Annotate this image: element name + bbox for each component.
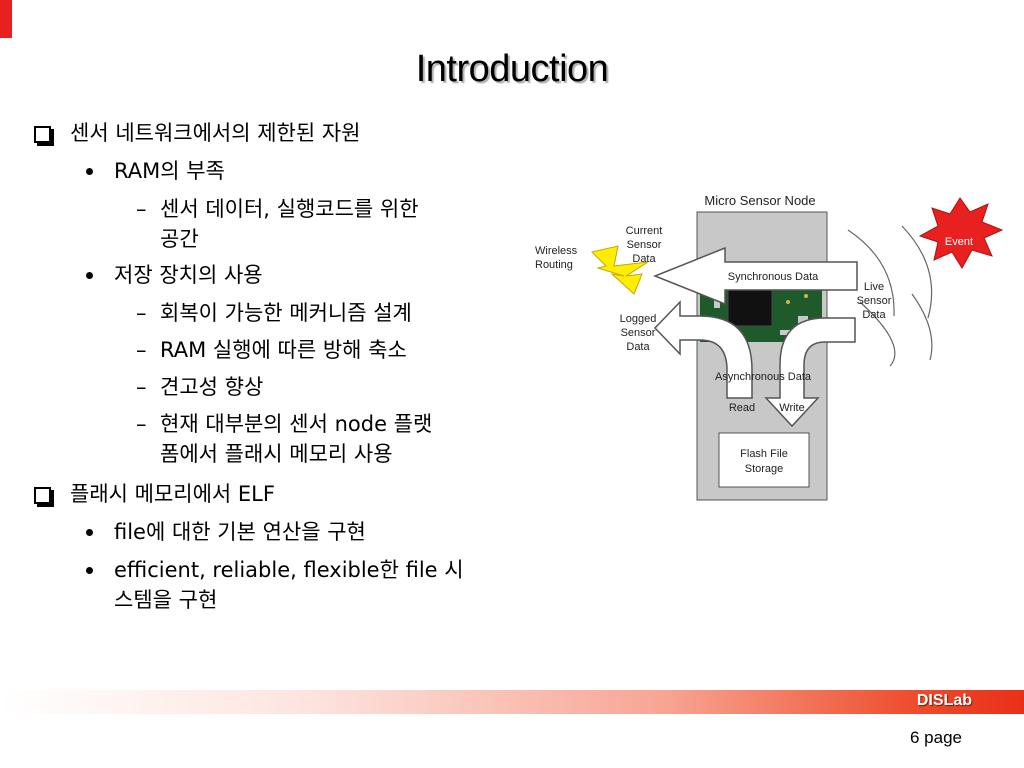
signal-arc: [859, 301, 896, 367]
bullet-dot-icon: [86, 168, 93, 175]
dash-icon: –: [136, 301, 147, 325]
current-sensor-label: Sensor: [627, 239, 662, 251]
subitem-line: 회복이 가능한 메커니즘 설계: [160, 301, 412, 325]
subitem-line: RAM 실행에 따른 방해 축소: [160, 338, 407, 362]
synchronous-data-arrow: [652, 246, 858, 306]
flash-storage-box: [718, 432, 810, 488]
current-sensor-label: Data: [632, 253, 656, 265]
flash-storage-label: Flash File: [740, 448, 788, 460]
signal-arc: [911, 293, 933, 361]
lightning-icon: [591, 245, 649, 295]
bullet-item-efficient-cont: 스템을 구현: [114, 588, 218, 612]
dash-icon: –: [136, 338, 147, 362]
page-number: 6 page: [910, 728, 962, 747]
signal-arc: [901, 225, 933, 319]
write-label: Write: [779, 402, 804, 414]
dash-icon: –: [136, 375, 147, 399]
read-label: Read: [729, 402, 755, 414]
subitem-line: 공간: [160, 227, 199, 251]
footer-gradient-bar: [0, 690, 1024, 714]
chip-icon: [727, 285, 773, 327]
logged-sensor-label: Sensor: [621, 327, 656, 339]
logged-data-arrow: [653, 300, 753, 399]
sensor-node-diagram: Micro Sensor Node Current Sensor Data Wi…: [535, 193, 1004, 501]
dash-icon: –: [136, 197, 147, 221]
wireless-routing-label: Routing: [535, 259, 573, 271]
current-sensor-label: Current: [626, 225, 663, 237]
logged-sensor-label: Data: [626, 341, 650, 353]
slide-title: Introduction: [415, 48, 609, 90]
bullet-dot-icon: [86, 529, 93, 536]
square-bullet-icon: [34, 126, 51, 143]
bullet-item-efficient: efficient, reliable, flexible한 file 시: [114, 558, 464, 582]
live-sensor-label: Live: [864, 281, 884, 293]
bullet-item-storage: 저장 장치의 사용: [114, 263, 263, 287]
subitem-line: 현재 대부분의 센서 node 플랫: [160, 412, 433, 436]
synchronous-data-label: Synchronous Data: [728, 271, 819, 283]
node-title-label: Micro Sensor Node: [704, 193, 815, 208]
flash-storage-label: Storage: [745, 463, 784, 475]
live-sensor-label: Data: [862, 309, 886, 321]
corner-accent-mark: [0, 0, 12, 38]
bullet-item-ram: RAM의 부족: [114, 159, 225, 183]
dash-icon: –: [136, 412, 147, 436]
logged-sensor-label: Logged: [620, 313, 657, 325]
footer-brand: DISLab: [916, 692, 972, 709]
bullet-dot-icon: [86, 567, 93, 574]
live-sensor-label: Sensor: [857, 295, 892, 307]
live-data-arrow: [764, 317, 856, 428]
signal-arc: [847, 229, 895, 317]
asynchronous-data-label: Asynchronous Data: [715, 371, 812, 383]
bullet-heading-1: 센서 네트워크에서의 제한된 자원: [70, 121, 361, 145]
bullet-heading-2: 플래시 메모리에서 ELF: [70, 482, 275, 506]
bullet-dot-icon: [86, 272, 93, 279]
wireless-routing-label: Wireless: [535, 245, 578, 257]
event-burst-icon: [918, 197, 1004, 269]
event-label: Event: [945, 236, 973, 248]
square-bullet-icon: [34, 487, 51, 504]
subitem-line: 폼에서 플래시 메모리 사용: [160, 442, 393, 466]
bullet-item-file: file에 대한 기본 연산을 구현: [114, 520, 366, 544]
subitem-line: 견고성 향상: [160, 375, 264, 399]
subitem-line: 센서 데이터, 실행코드를 위한: [160, 197, 419, 221]
